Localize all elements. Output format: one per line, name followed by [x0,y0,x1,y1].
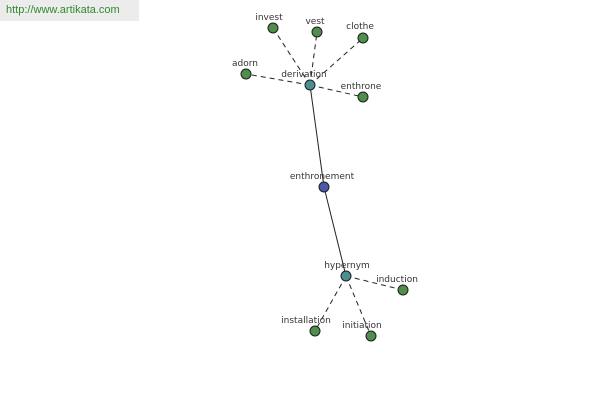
node-induction[interactable] [397,284,409,296]
node-label-invest[interactable]: invest [255,13,283,23]
node-label-initiation[interactable]: initiation [342,321,382,331]
node-invest[interactable] [267,22,279,34]
node-installation[interactable] [309,325,321,337]
node-label-induction[interactable]: induction [376,275,418,285]
node-adorn[interactable] [240,68,252,80]
site-url-banner[interactable]: http://www.artikata.com [0,0,139,21]
edge-derivation-invest [272,27,311,86]
edge-derivation-clothe [309,37,364,86]
graph-nodes [240,22,409,342]
edge-enthronement-hypernym [323,186,347,277]
node-label-vest[interactable]: vest [305,17,325,27]
node-label-enthrone[interactable]: enthrone [341,82,382,92]
node-enthrone[interactable] [357,91,369,103]
edge-hypernym-induction [345,275,404,291]
edge-hypernym-initiation [345,275,372,337]
node-hypernym[interactable] [340,270,352,282]
node-label-installation[interactable]: installation [281,316,331,326]
node-label-enthronement[interactable]: enthronement [290,172,355,182]
node-label-hypernym[interactable]: hypernym [324,261,370,271]
node-vest[interactable] [311,26,323,38]
edge-derivation-enthrone [309,84,364,98]
edge-derivation-adorn [245,73,311,86]
node-label-adorn[interactable]: adorn [232,59,258,69]
graph-edges [245,27,404,337]
graph-labels: enthronement derivation hypernym invest vest… [232,13,418,331]
node-label-derivation[interactable]: derivation [281,70,327,80]
edge-hypernym-installation [314,275,347,332]
node-initiation[interactable] [365,330,377,342]
node-label-clothe[interactable]: clothe [346,22,374,32]
node-enthronement[interactable] [318,181,330,193]
node-derivation[interactable] [304,79,316,91]
edge-enthronement-derivation [309,84,325,188]
node-clothe[interactable] [357,32,369,44]
